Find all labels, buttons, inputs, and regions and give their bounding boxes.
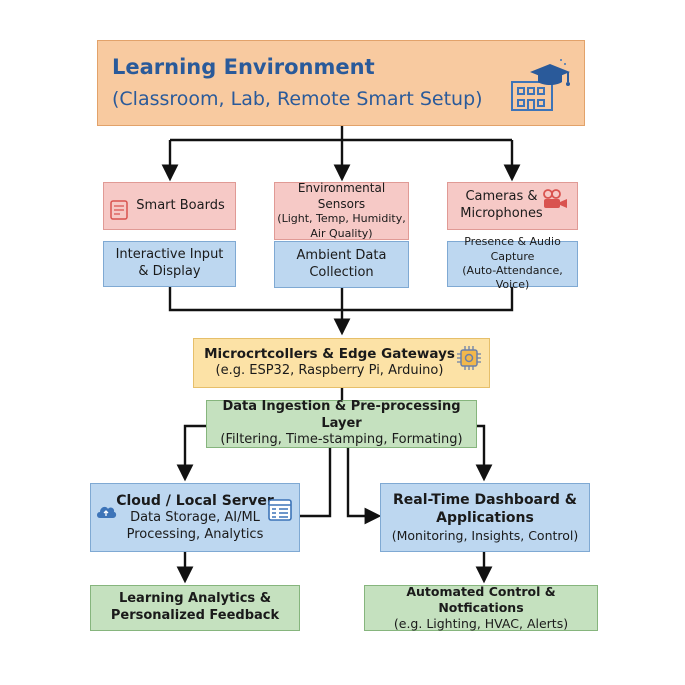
cloud-server-line-1: Data Storage, AI/ML <box>130 509 260 525</box>
automated-control-subtitle: (e.g. Lighting, HVAC, Alerts) <box>393 616 569 632</box>
cameras-detail-line-1: Presence & Audio Capture <box>464 235 561 263</box>
dashboard-box: Real-Time Dashboard & Applications (Moni… <box>380 483 590 552</box>
edge-gateways-title: Microcrtcollers & Edge Gateways <box>204 345 455 362</box>
merge-line-left <box>168 286 342 312</box>
arrow-to-cloud <box>176 424 207 482</box>
cloud-server-box: Cloud / Local Server Data Storage, AI/ML… <box>90 483 300 552</box>
camera-icon <box>543 189 567 208</box>
cloud-server-title: Cloud / Local Server <box>116 492 274 509</box>
environmental-sensors-title: Environmental Sensors <box>297 181 386 211</box>
ingestion-layer-subtitle: (Filtering, Time-stamping, Formating) <box>220 432 463 448</box>
dashboard-title-line-1: Real-Time Dashboard & <box>392 492 578 509</box>
edge-gateways-box: Microcrtcollers & Edge Gateways (e.g. ES… <box>193 338 490 388</box>
environmental-sensors-detail-1: (Light, Temp, Humidity, <box>277 212 406 226</box>
environmental-sensors-detail-box: Ambient Data Collection <box>274 241 409 288</box>
line-ingestion-to-cloud-side <box>300 448 332 518</box>
ingestion-layer-title: Data Ingestion & Pre-processing Layer <box>222 398 461 431</box>
dashboard-subtitle: (Monitoring, Insights, Control) <box>391 527 579 543</box>
smart-boards-detail-line-1: Interactive Input <box>115 247 224 263</box>
learning-environment-title: Learning Environment <box>112 55 375 79</box>
merge-line-right <box>342 286 514 312</box>
environmental-sensors-detail-2: Air Quality) <box>310 226 373 240</box>
automated-control-title: Automated Control & Notfications <box>406 583 556 615</box>
arrow-ingestion-to-dashboard-side <box>346 448 382 525</box>
smart-boards-detail-box: Interactive Input & Display <box>103 241 236 287</box>
ingestion-layer-box: Data Ingestion & Pre-processing Layer (F… <box>206 398 477 448</box>
graduation-school-icon <box>511 59 570 111</box>
arrow-to-dashboard <box>475 424 493 482</box>
learning-analytics-line-1: Learning Analytics & <box>118 591 272 607</box>
cameras-detail-box: Presence & Audio Capture (Auto-Attendanc… <box>447 235 578 291</box>
learning-analytics-box: Learning Analytics & Personalized Feedba… <box>90 585 300 631</box>
cameras-detail-line-2: (Auto-Attendance, Voice) <box>462 264 563 292</box>
smart-boards-box: Smart Boards <box>103 182 236 230</box>
cloud-icon <box>97 506 117 518</box>
smart-boards-detail-line-2: & Display <box>138 264 201 279</box>
automated-control-box: Automated Control & Notfications (e.g. L… <box>364 583 598 632</box>
learning-environment-subtitle: (Classroom, Lab, Remote Smart Setup) <box>112 88 483 111</box>
learning-analytics-line-2: Personalized Feedback <box>110 608 280 623</box>
chip-icon <box>457 346 481 370</box>
server-dashboard-icon <box>268 499 292 521</box>
cameras-title-line-1: Cameras & <box>465 189 538 205</box>
cameras-title-line-2: Microphones <box>460 206 543 221</box>
smart-boards-title: Smart Boards <box>136 197 225 213</box>
environmental-sensors-box: Environmental Sensors (Light, Temp, Humi… <box>274 181 409 240</box>
cloud-server-line-2: Processing, Analytics <box>126 526 264 542</box>
ambient-data-line-2: Collection <box>309 264 374 280</box>
learning-environment-box: Learning Environment (Classroom, Lab, Re… <box>97 40 585 126</box>
edge-gateways-subtitle: (e.g. ESP32, Raspberry Pi, Arduino) <box>215 363 444 379</box>
dashboard-title-line-2: Applications <box>436 510 534 527</box>
ambient-data-line-1: Ambient Data <box>296 247 387 263</box>
smart-board-icon <box>110 200 128 220</box>
